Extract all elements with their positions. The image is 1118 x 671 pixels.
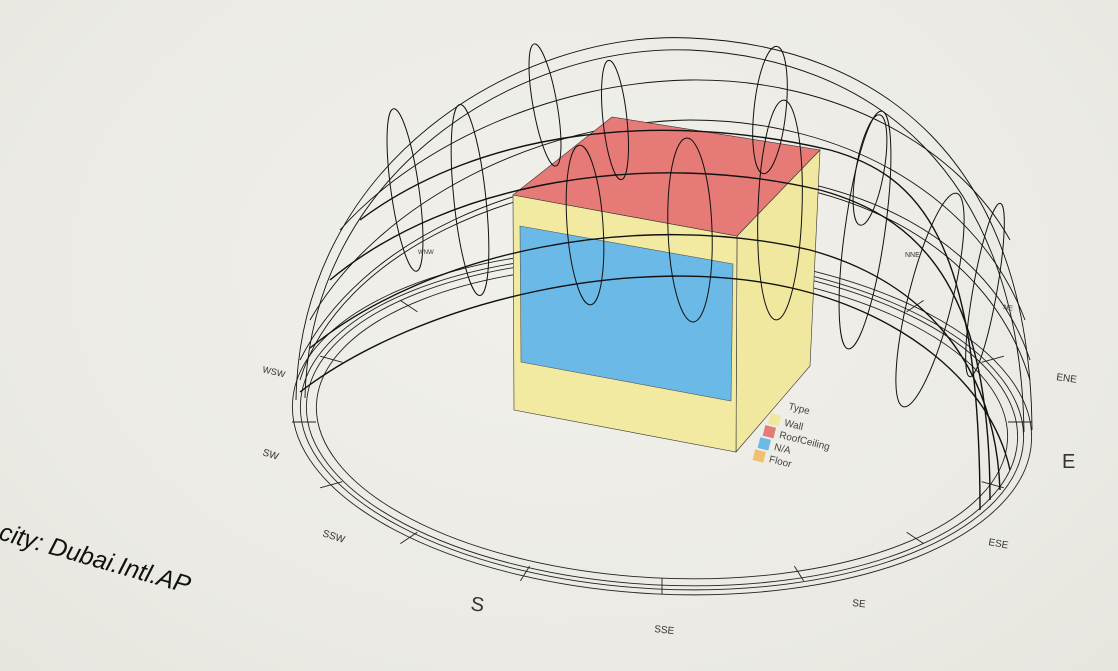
compass-tick — [320, 355, 343, 363]
compass-tick — [794, 565, 804, 582]
hour-line-loop — [965, 202, 1005, 378]
compass-tick — [981, 355, 1004, 363]
legend-label-wall: Wall — [783, 418, 804, 433]
compass-label-NE: NE — [1003, 304, 1014, 313]
hour-line-loop — [565, 144, 605, 306]
compass-tick — [906, 531, 924, 544]
dome-outline — [295, 37, 1033, 431]
sun-path-arc — [329, 172, 991, 501]
hour-line-loop — [450, 104, 490, 296]
hour-line-loop — [386, 108, 424, 272]
compass-label-S: S — [469, 593, 485, 617]
compass-label-SSW: SSW — [321, 528, 347, 546]
compass-tick — [520, 565, 530, 582]
hour-line-loop — [852, 114, 888, 226]
compass-label-SW: SW — [261, 447, 280, 463]
compass-tick — [400, 300, 418, 313]
dome-elevation-arc — [309, 119, 1026, 321]
legend-swatch-floor — [752, 449, 766, 463]
hour-line-loop — [757, 99, 803, 321]
sun-path-arc — [299, 275, 1011, 471]
sun-path-arc — [359, 129, 981, 511]
dome-elevation-arc — [339, 79, 1011, 241]
compass-label-NNE: NNE — [905, 252, 920, 259]
legend-swatch-na — [757, 437, 771, 451]
legend-title: Type — [787, 401, 811, 417]
compass-label-ESE: ESE — [987, 537, 1009, 551]
legend-swatch-wall — [767, 412, 782, 427]
building-model — [512, 116, 821, 453]
compass-tick — [320, 481, 343, 489]
legend-swatch-roofceiling — [762, 425, 777, 439]
hour-line-loop — [838, 110, 892, 350]
hour-line-loop — [895, 192, 965, 408]
legend-label-na: N/A — [773, 442, 792, 457]
compass-tick — [906, 300, 924, 313]
legend-label-floor: Floor — [768, 454, 793, 470]
compass-label-SE: SE — [852, 598, 867, 610]
compass-tick — [400, 531, 418, 544]
hour-line-loop — [752, 45, 788, 175]
compass-label-SSE: SSE — [654, 624, 675, 637]
sun-path-arc — [309, 233, 1001, 491]
hour-line-loop — [528, 43, 562, 167]
dome-outline — [304, 49, 1025, 433]
compass-label-ENE: ENE — [1056, 372, 1078, 386]
compass-label-WNW: WNW — [418, 250, 434, 256]
building-roof — [512, 116, 821, 237]
hour-line-loop — [601, 59, 629, 181]
compass-label-WSW: WSW — [262, 364, 287, 379]
compass-label-E: E — [1062, 451, 1075, 473]
sun-path-dome-front — [299, 43, 1011, 511]
hour-line-loop — [667, 137, 713, 323]
